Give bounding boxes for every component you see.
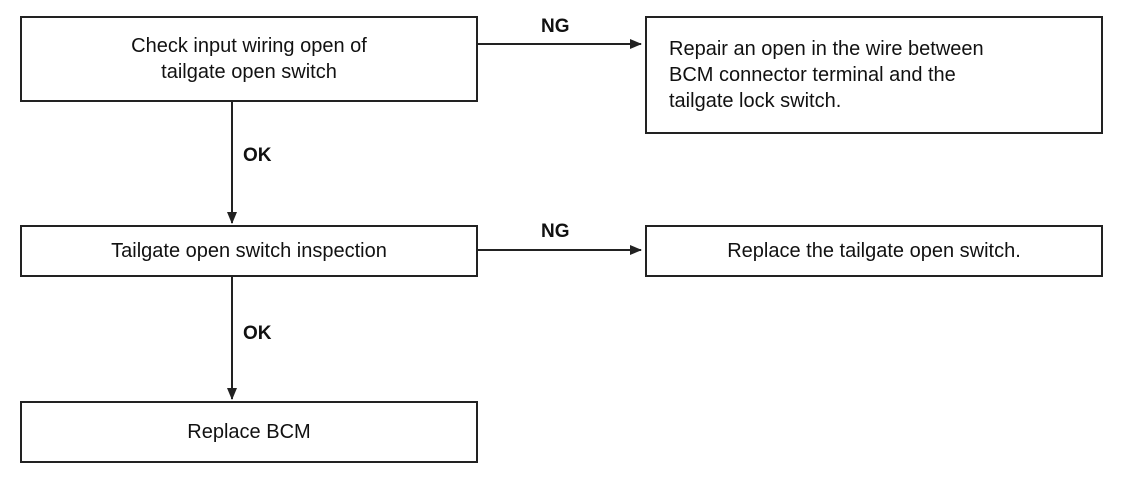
step-text-line: Repair an open in the wire between	[669, 38, 984, 60]
step-replace-bcm: Replace BCM	[20, 401, 478, 463]
edge-label-ok: OK	[243, 323, 272, 344]
step-switch-inspection: Tailgate open switch inspection	[20, 225, 478, 277]
step-replace-tailgate-switch: Replace the tailgate open switch.	[645, 225, 1103, 277]
step-repair-open-wire: Repair an open in the wire between BCM c…	[645, 16, 1103, 134]
edge-label-ng: NG	[541, 16, 570, 37]
step-text-line: tailgate lock switch.	[669, 90, 842, 112]
step-check-input-wiring: Check input wiring open of tailgate open…	[20, 16, 478, 102]
edge-label-ng: NG	[541, 221, 570, 242]
step-text: Replace BCM	[187, 421, 311, 443]
step-text-line: BCM connector terminal and the	[669, 64, 956, 86]
step-text-line: Check input wiring open of	[131, 35, 367, 57]
step-text: Tailgate open switch inspection	[111, 240, 387, 262]
step-text: Replace the tailgate open switch.	[727, 240, 1021, 262]
step-text-line: tailgate open switch	[161, 61, 337, 83]
edge-label-ok: OK	[243, 145, 272, 166]
